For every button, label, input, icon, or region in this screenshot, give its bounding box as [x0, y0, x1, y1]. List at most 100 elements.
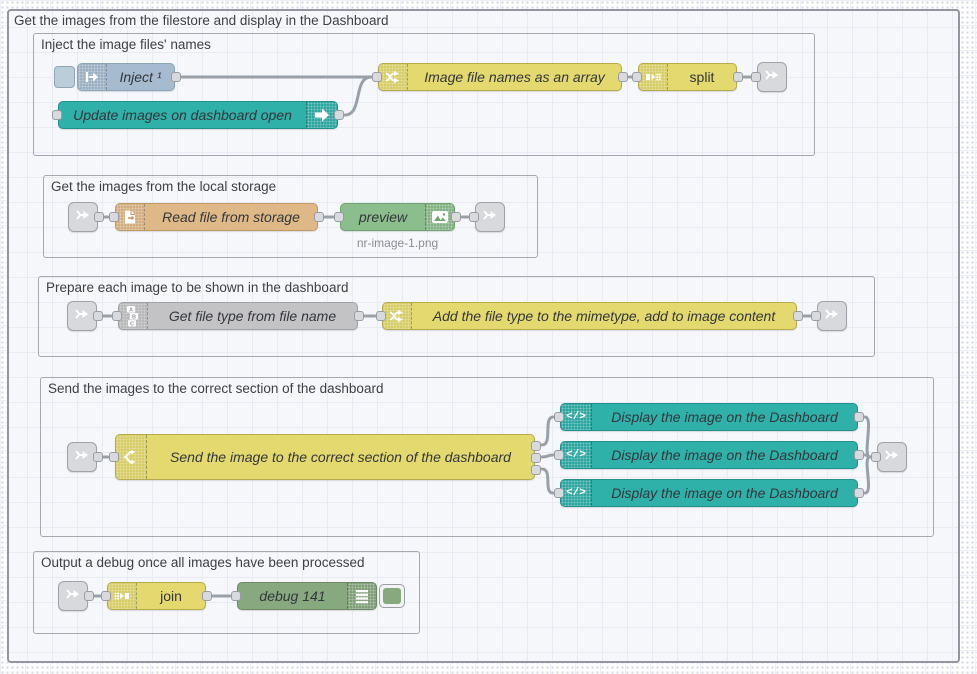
input-port[interactable]: [334, 212, 344, 222]
split-icon: [639, 64, 668, 90]
inject-trigger-button[interactable]: [54, 66, 75, 88]
link-in-icon: [74, 306, 90, 327]
node-label: Image file names as an array: [424, 69, 605, 85]
node-label: Display the image on the Dashboard: [611, 409, 838, 425]
node-label: Read file from storage: [162, 209, 300, 225]
link-in-icon: [74, 447, 90, 468]
group-send-title: Send the images to the correct section o…: [48, 381, 384, 396]
node-link-in-3[interactable]: [67, 442, 103, 472]
input-port[interactable]: [109, 452, 119, 462]
debug-toggle-state: [383, 588, 401, 604]
node-display-image-3[interactable]: </> Display the image on the Dashboard: [554, 479, 864, 507]
shuffle-change-icon: [383, 303, 412, 329]
node-link-in-2[interactable]: [67, 301, 103, 331]
output-port[interactable]: [793, 311, 803, 321]
output-port[interactable]: [314, 212, 324, 222]
input-port[interactable]: [469, 212, 479, 222]
node-debug[interactable]: debug 141: [231, 582, 377, 610]
debug-list-icon: [347, 583, 376, 609]
node-update-images[interactable]: Update images on dashboard open: [52, 101, 344, 129]
node-label: Add the file type to the mimetype, add t…: [432, 308, 776, 324]
image-preview-icon: [425, 204, 454, 230]
node-link-out-1[interactable]: [751, 62, 787, 92]
node-display-image-2[interactable]: </> Display the image on the Dashboard: [554, 441, 864, 469]
output-port[interactable]: [94, 212, 104, 222]
link-out-icon: [764, 67, 780, 88]
node-label: Inject ¹: [119, 69, 162, 85]
group-inject[interactable]: Inject the image files' names: [33, 33, 815, 156]
group-inject-title: Inject the image files' names: [41, 37, 211, 52]
group-send[interactable]: Send the images to the correct section o…: [40, 377, 934, 537]
node-label: Get file type from file name: [168, 308, 337, 324]
group-storage[interactable]: Get the images from the local storage: [43, 175, 538, 258]
output-port[interactable]: [854, 412, 864, 422]
node-read-file[interactable]: Read file from storage: [109, 203, 324, 231]
link-out-icon: [482, 207, 498, 228]
template-code-icon: </>: [561, 480, 592, 506]
group-prepare-title: Prepare each image to be shown in the da…: [46, 280, 349, 295]
file-in-icon: [116, 204, 145, 230]
node-link-in-1[interactable]: [68, 202, 104, 232]
output-port[interactable]: [84, 591, 94, 601]
input-port[interactable]: [811, 311, 821, 321]
output-port[interactable]: [334, 110, 344, 120]
output-port-1[interactable]: [531, 441, 541, 451]
node-status: nr-image-1.png: [356, 236, 439, 250]
node-label: Update images on dashboard open: [73, 107, 292, 123]
group-debug-title: Output a debug once all images have been…: [41, 555, 365, 570]
input-port[interactable]: [632, 72, 642, 82]
input-port[interactable]: [101, 591, 111, 601]
node-link-in-4[interactable]: [58, 581, 94, 611]
svg-text:A: A: [129, 307, 133, 313]
node-label: Display the image on the Dashboard: [611, 447, 838, 463]
input-port[interactable]: [109, 212, 119, 222]
node-link-out-2[interactable]: [469, 202, 505, 232]
output-port[interactable]: [451, 212, 461, 222]
output-port[interactable]: [854, 450, 864, 460]
output-port[interactable]: [171, 72, 181, 82]
output-port[interactable]: [618, 72, 628, 82]
output-port[interactable]: [854, 488, 864, 498]
input-port[interactable]: [112, 311, 122, 321]
input-port[interactable]: [372, 72, 382, 82]
node-change-filenames[interactable]: Image file names as an array: [372, 63, 628, 91]
node-link-out-3[interactable]: [811, 301, 847, 331]
input-port[interactable]: [231, 591, 241, 601]
node-switch-route[interactable]: Send the image to the correct section of…: [109, 434, 541, 480]
node-image-preview[interactable]: preview: [334, 203, 461, 231]
output-port-2[interactable]: [531, 453, 541, 463]
output-port[interactable]: [354, 311, 364, 321]
node-display-image-1[interactable]: </> Display the image on the Dashboard: [554, 403, 864, 431]
node-label: split: [689, 69, 715, 85]
output-port[interactable]: [202, 591, 212, 601]
node-join[interactable]: join: [101, 582, 212, 610]
output-port[interactable]: [93, 311, 103, 321]
input-port[interactable]: [554, 450, 564, 460]
input-port[interactable]: [554, 412, 564, 422]
link-in-icon: [65, 586, 81, 607]
join-icon: [108, 583, 137, 609]
input-port[interactable]: [751, 72, 761, 82]
node-inject[interactable]: Inject ¹: [77, 63, 181, 91]
node-label: Display the image on the Dashboard: [611, 485, 838, 501]
group-prepare[interactable]: Prepare each image to be shown in the da…: [38, 276, 875, 357]
debug-toggle-button[interactable]: [379, 584, 405, 608]
output-port[interactable]: [93, 452, 103, 462]
group-storage-title: Get the images from the local storage: [51, 179, 277, 194]
node-link-out-4[interactable]: [871, 442, 907, 472]
input-port[interactable]: [376, 311, 386, 321]
inject-icon: [78, 64, 107, 90]
output-port[interactable]: [733, 72, 743, 82]
output-port-3[interactable]: [531, 465, 541, 475]
input-port[interactable]: [554, 488, 564, 498]
node-label: preview: [358, 209, 408, 225]
svg-text:B: B: [132, 314, 136, 320]
input-port[interactable]: [871, 452, 881, 462]
node-label: debug 141: [259, 588, 326, 604]
group-debug[interactable]: Output a debug once all images have been…: [33, 551, 420, 634]
node-split[interactable]: split: [632, 63, 743, 91]
node-change-mimetype[interactable]: Add the file type to the mimetype, add t…: [376, 302, 803, 330]
input-port[interactable]: [52, 110, 62, 120]
